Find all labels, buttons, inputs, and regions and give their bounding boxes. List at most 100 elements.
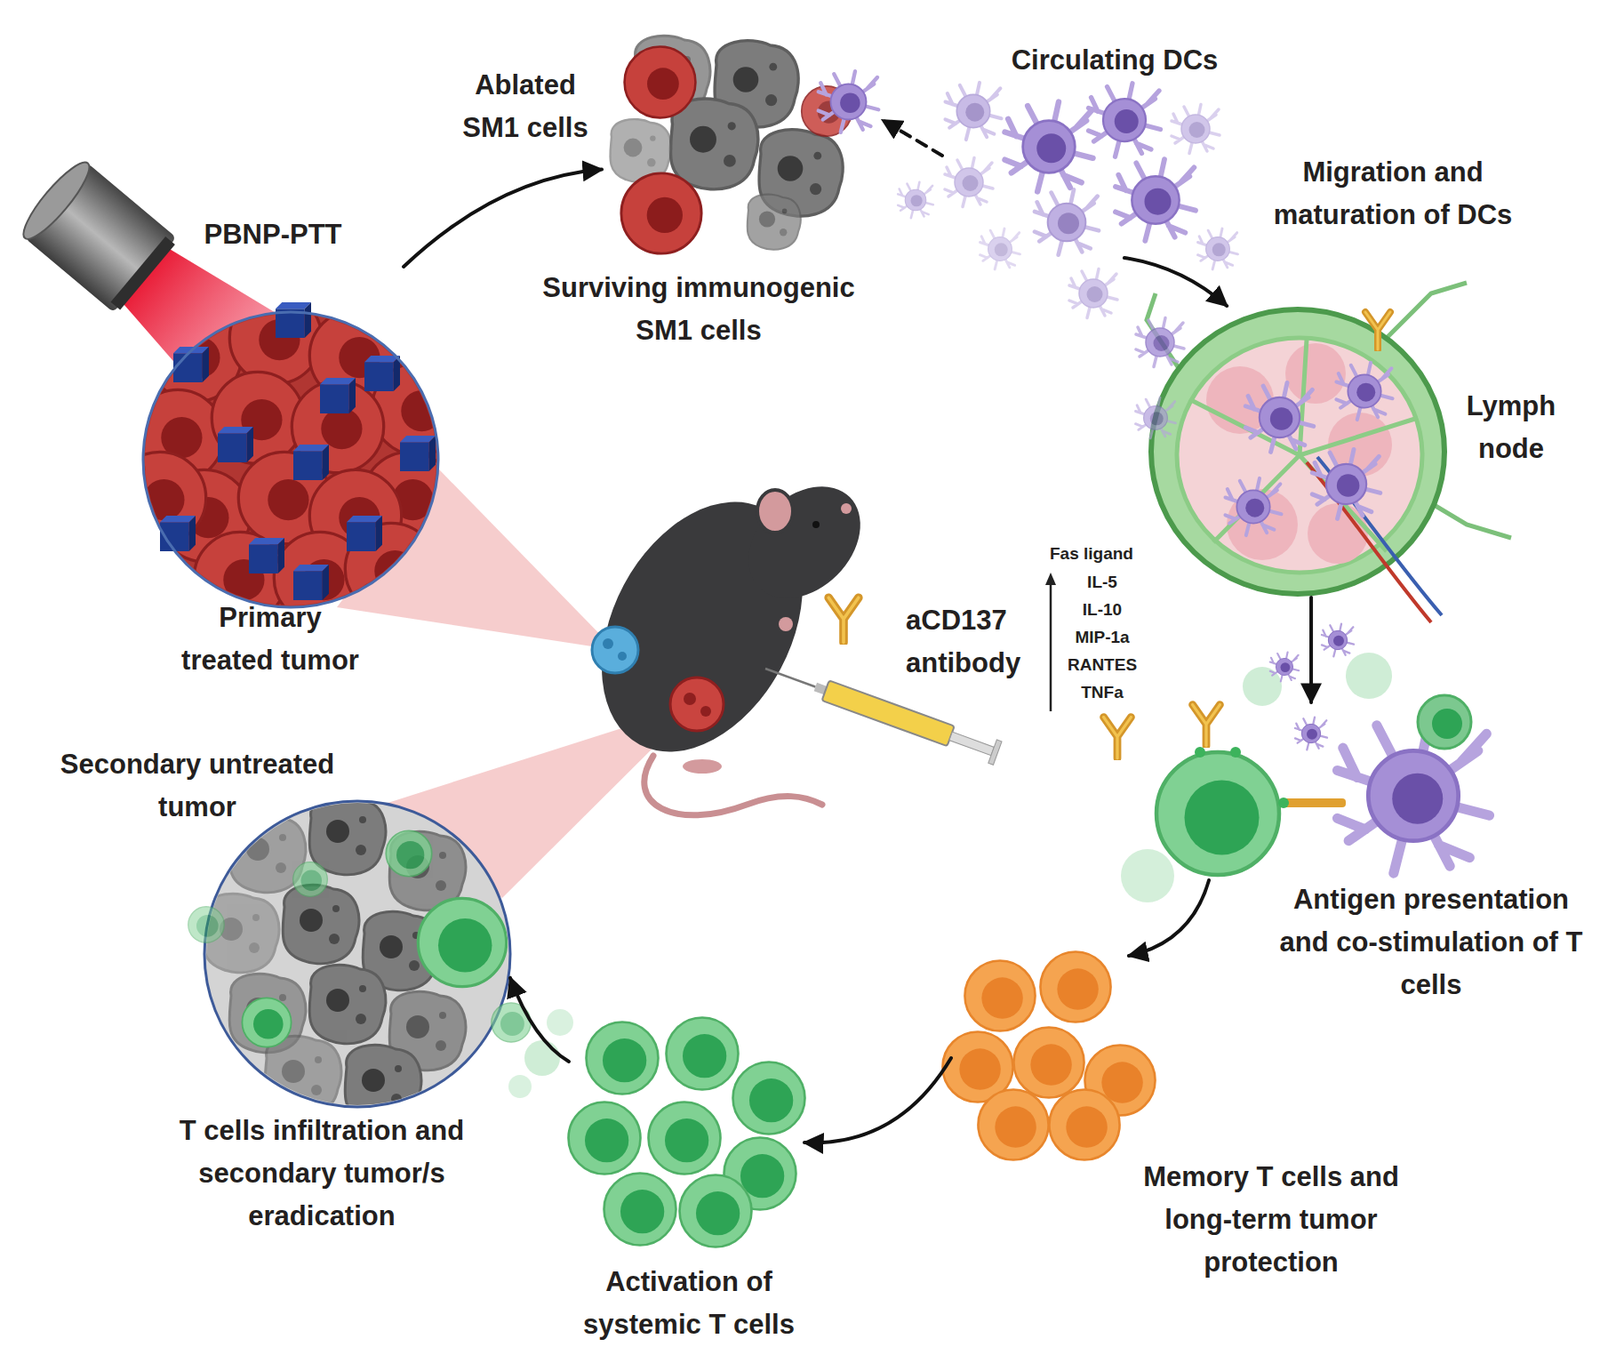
flow-arrow [1124, 257, 1227, 306]
memory-tcell [1013, 1026, 1084, 1097]
memory-tcell [977, 1088, 1048, 1160]
stage-label: Circulating DCs [972, 39, 1257, 82]
stage-group: Memory T cells and long-term tumor prote… [951, 955, 1160, 1147]
cytokine-label: IL-5 [1053, 570, 1152, 594]
dead-cell [264, 1035, 342, 1115]
dendritic-cell [1337, 718, 1490, 873]
dendritic-cell [1312, 449, 1381, 520]
increase-arrow [1049, 583, 1053, 712]
node-capsule [1151, 309, 1445, 594]
dendritic-cell [980, 228, 1021, 270]
stage-group: Circulating DCs [942, 80, 1209, 258]
stage-group: Ablated SM1 cellsSurviving immunogenic S… [601, 40, 883, 256]
antigen-presentation [1104, 695, 1490, 903]
memory-cluster [942, 951, 1155, 1160]
afferent-vessel [1386, 282, 1467, 338]
costimulation-bridge [1283, 798, 1346, 808]
stage-group: Antigen presentation and co-stimulation … [1102, 702, 1512, 880]
nanoparticle [217, 426, 254, 463]
stage-label: Primary treated tumor [175, 596, 367, 682]
tcell [604, 1173, 677, 1246]
nanoparticle [275, 302, 312, 338]
memory-tcell [1048, 1088, 1120, 1160]
dendritic-cell [1245, 383, 1314, 453]
receptor [1194, 746, 1206, 758]
cytokine-label: TNFa [1053, 680, 1152, 704]
plunger [949, 731, 994, 755]
surviving-cell [624, 47, 696, 119]
stage-label: T cells infiltration and secondary tumor… [161, 1109, 482, 1238]
receptor [1230, 746, 1241, 758]
nanoparticle [248, 537, 285, 574]
stage-label: Activation of systemic T cells [564, 1260, 814, 1346]
tumor-cell [211, 371, 304, 464]
stage-group: Secondary untreated tumorT cells infiltr… [204, 800, 511, 1107]
mouse-paw [778, 616, 793, 632]
increase-arrowhead [1045, 572, 1056, 585]
drug-label: aCD137 antibody [905, 599, 1053, 685]
mouse-nose [840, 503, 852, 514]
dead-cell [282, 884, 360, 964]
dendritic-cell [944, 158, 993, 208]
dead-cell [747, 194, 801, 250]
dendritic-cell [1115, 159, 1196, 241]
tcell [417, 897, 506, 986]
antibody [1365, 312, 1391, 350]
untreated-tumor-mark [670, 677, 724, 731]
stage-group: Migration and maturation of DCsLymph nod… [1147, 305, 1449, 598]
nanoparticle [293, 564, 329, 600]
secondary-tumor-outline [204, 800, 511, 1107]
tumor-dot [617, 651, 627, 661]
cytokine-label: Fas ligand [1033, 542, 1150, 566]
lymph-node [1136, 282, 1512, 623]
flow-arrow [510, 977, 569, 1062]
node-cortex [1176, 337, 1423, 573]
tumor-cell [229, 291, 321, 384]
dendritic-cell [897, 182, 934, 218]
activation-cluster [508, 1008, 805, 1247]
needle [765, 668, 816, 688]
barrel [822, 680, 955, 746]
tcell [733, 1062, 806, 1135]
dendritic-cell [1069, 269, 1118, 319]
dendritic-cell [1136, 318, 1184, 368]
tcell [188, 906, 224, 943]
tcell [680, 1175, 752, 1248]
nanoparticle [364, 355, 400, 392]
tumor-dot [602, 638, 614, 649]
nanoparticle [346, 515, 383, 552]
dendritic-cell [1034, 189, 1099, 255]
cytokine-label: MIP-1a [1053, 625, 1152, 649]
treated-tumor-mark [592, 626, 639, 673]
faint-tcell [508, 1074, 532, 1098]
flow-arrow [403, 169, 602, 267]
receptor [1278, 797, 1289, 808]
tcell [586, 1022, 659, 1095]
mouse-tail [644, 755, 823, 816]
laser-cap [15, 155, 97, 247]
flow-arrow [1128, 880, 1209, 956]
flow-arrow [882, 120, 943, 156]
stage-label: Migration and maturation of DCs [1259, 151, 1527, 237]
antibody [1104, 717, 1132, 759]
tcell [568, 1102, 641, 1175]
tumor-dot [700, 705, 712, 717]
nanoparticle [293, 444, 329, 480]
memory-tcell [964, 960, 1035, 1031]
tcell [1156, 752, 1280, 875]
nanoparticle [400, 435, 436, 472]
dendritic-cell [1225, 478, 1282, 536]
mouse-ear [757, 489, 793, 533]
dead-cell [344, 1044, 422, 1124]
faint-tcell [1345, 652, 1392, 699]
cytokine-label: RANTES [1053, 653, 1152, 677]
dendritic-cell [1136, 397, 1176, 439]
dendritic-cell [945, 82, 1002, 140]
stage-label: Ablated SM1 cells [445, 64, 606, 150]
dendritic-cell [1321, 624, 1354, 657]
dendritic-cell [1295, 717, 1328, 751]
stage-label: PBNP-PTT [184, 213, 362, 256]
trabecula [1191, 339, 1418, 552]
stage-label: Surviving immunogenic SM1 cells [520, 266, 877, 352]
dendritic-cell [1171, 104, 1220, 154]
